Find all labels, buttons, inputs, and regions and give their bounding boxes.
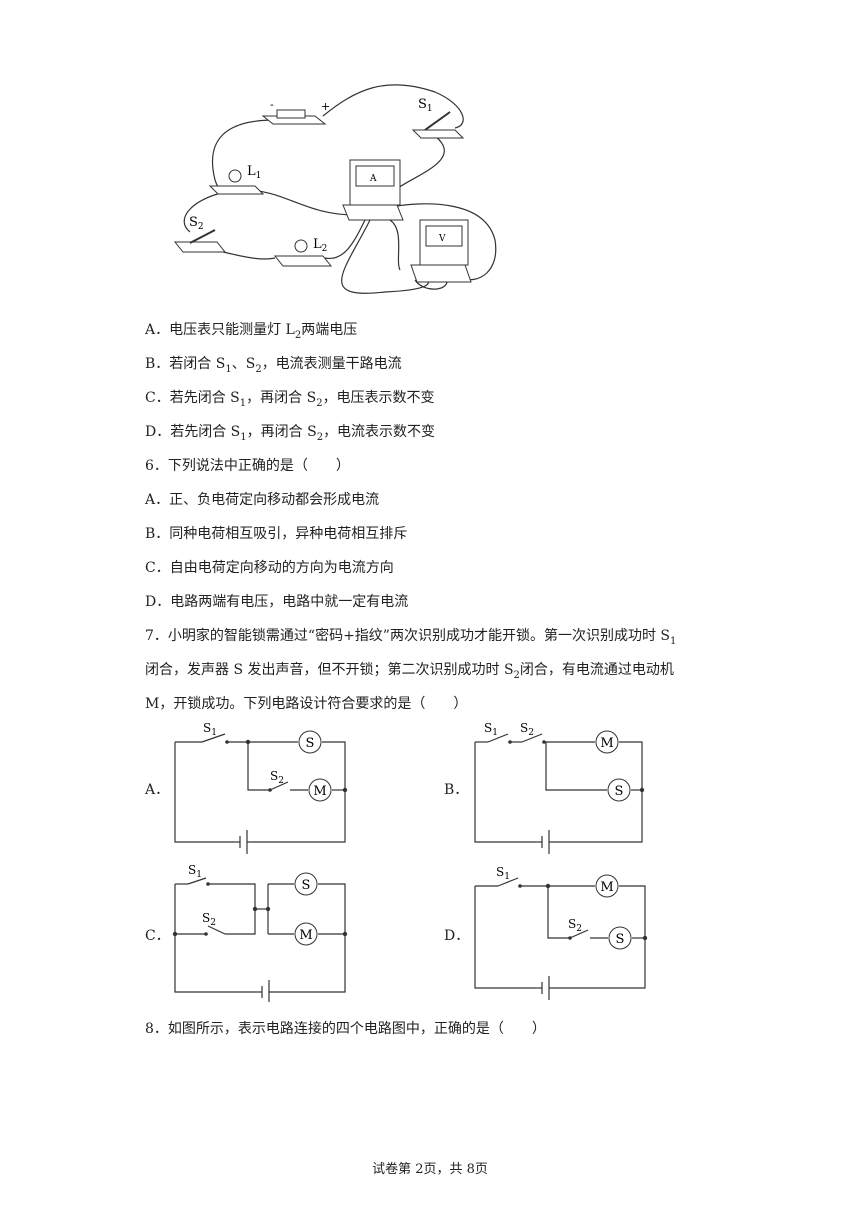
switch-s1-label: S [188, 863, 196, 877]
switch-s2-label: S [270, 769, 278, 783]
motor-m-icon [294, 922, 318, 946]
motor-m-label: M [313, 784, 326, 799]
q6-option-c: C．自由电荷定向移动的方向为电流方向 [145, 560, 394, 576]
battery-icon [261, 109, 327, 125]
svg-text:L2: L2 [313, 237, 327, 254]
voltmeter-icon [410, 219, 472, 283]
svg-text:S1: S1 [188, 863, 202, 880]
sounder-s-label: S [306, 736, 315, 751]
q7-stem-line2: 闭合，发声器 S 发出声音，但不开锁；第二次识别成功时 S2闭合，有电流通过电动… [145, 662, 674, 681]
sounder-s-label: S [615, 784, 624, 799]
switch-s2-label: S [202, 911, 210, 925]
q6-option-b: B．同种电荷相互吸引，异种电荷相互排斥 [145, 526, 408, 542]
voltmeter-label: V [438, 234, 446, 244]
switch-s2-label: S [568, 917, 576, 931]
sounder-s-icon [607, 778, 631, 802]
battery-minus-label: - [270, 98, 274, 111]
switch-s1-sub: 1 [196, 870, 202, 880]
sounder-s-icon [294, 872, 318, 896]
q5-option-b: B．若闭合 S1、S2，电流表测量干路电流 [145, 356, 402, 375]
q5-physical-circuit-diagram: - + S1 L1 A S2 L2 V [173, 84, 497, 294]
svg-text:S2: S2 [568, 917, 582, 934]
switch-s2-label: S [520, 721, 528, 735]
svg-text:S1: S1 [418, 97, 433, 114]
switch-s1-label: S [484, 721, 492, 735]
switch-s2-sub: 2 [278, 776, 284, 786]
switch-s1-sub: 1 [492, 728, 498, 738]
switch-s1-sub: 1 [504, 872, 510, 882]
switch-s1-label: S [203, 721, 211, 735]
ammeter-icon [342, 159, 404, 221]
switch-s2-sub: 2 [528, 728, 534, 738]
sounder-s-label: S [616, 932, 625, 947]
sounder-s-icon [298, 730, 322, 754]
svg-text:S2: S2 [270, 769, 284, 786]
s2-label: S [189, 215, 198, 230]
l1-sub-label: 1 [256, 171, 262, 181]
motor-m-icon [595, 874, 619, 898]
motor-m-label: M [600, 880, 613, 895]
q7-circuit-b: M S S1 S2 [474, 721, 645, 854]
l2-sub-label: 2 [322, 244, 328, 254]
page-footer: 试卷第 2页，共 8页 [372, 1162, 488, 1177]
q6-option-d: D．电路两端有电压，电路中就一定有电流 [145, 594, 409, 610]
switch-s1-icon [411, 111, 465, 139]
q7-circuit-d: M S S1 S2 [474, 865, 648, 1000]
q7-option-a-label: A． [145, 782, 170, 798]
switch-s2-sub: 2 [210, 918, 216, 928]
q7-stem-line1: 7．小明家的智能锁需通过“密码+指纹”两次识别成功才能开锁。第一次识别成功时 S… [145, 628, 677, 647]
svg-text:S1: S1 [203, 721, 217, 738]
svg-text:S2: S2 [202, 911, 216, 928]
q5-option-c: C．若先闭合 S1，再闭合 S2，电压表示数不变 [145, 390, 435, 409]
ammeter-label: A [369, 174, 377, 184]
q7-option-c-label: C． [145, 928, 170, 944]
q7-circuit-a: S M S1 S2 [174, 721, 348, 854]
svg-text:S1: S1 [496, 865, 510, 882]
motor-m-icon [595, 730, 619, 754]
s2-sub-label: 2 [198, 222, 204, 232]
q7-stem-line3: M，开锁成功。下列电路设计符合要求的是（ ） [145, 696, 468, 712]
switch-s1-sub: 1 [211, 728, 217, 738]
q7-option-d-label: D． [444, 928, 470, 944]
l2-label: L [313, 237, 322, 252]
s1-label: S [418, 97, 427, 112]
q8-stem: 8．如图所示，表示电路连接的四个电路图中，正确的是（ ） [145, 1021, 546, 1037]
svg-text:L1: L1 [247, 164, 261, 181]
sounder-s-icon [608, 926, 632, 950]
motor-m-icon [308, 778, 332, 802]
switch-s1-label: S [496, 865, 504, 879]
lamp-l2-icon [273, 239, 333, 267]
svg-text:S2: S2 [189, 215, 204, 232]
lamp-l1-icon [208, 169, 265, 195]
q5-option-d: D．若先闭合 S1，再闭合 S2，电流表示数不变 [145, 424, 436, 443]
s1-sub-label: 1 [427, 104, 433, 114]
l1-label: L [247, 164, 256, 179]
q7-option-b-label: B． [444, 782, 469, 798]
sounder-s-label: S [302, 878, 311, 893]
battery-plus-label: + [321, 100, 330, 113]
switch-s2-icon [173, 229, 227, 253]
q6-option-a: A．正、负电荷定向移动都会形成电流 [145, 492, 380, 508]
motor-m-label: M [299, 928, 312, 943]
motor-m-label: M [600, 736, 613, 751]
q7-circuit-c: S M S1 S2 [172, 863, 348, 1002]
svg-text:S1: S1 [484, 721, 498, 738]
q5-option-a: A．电压表只能测量灯 L2两端电压 [145, 322, 358, 341]
q6-stem: 6．下列说法中正确的是（ ） [145, 458, 350, 474]
switch-s2-sub: 2 [576, 924, 582, 934]
svg-text:S2: S2 [520, 721, 534, 738]
